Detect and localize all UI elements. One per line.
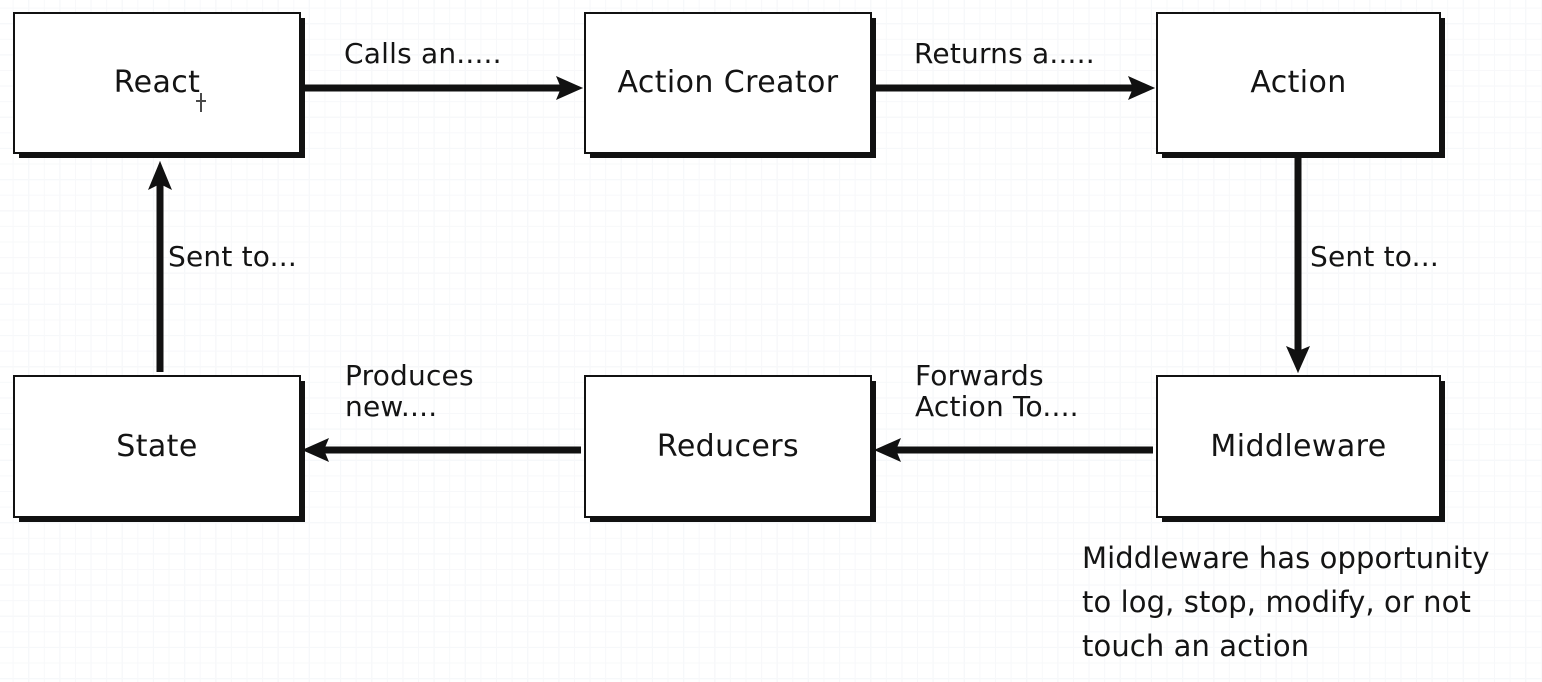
arrow-action-creator-to-action — [875, 76, 1155, 100]
node-action-creator-label: Action Creator — [617, 65, 839, 100]
edge-label-calls-an: Calls an..... — [344, 37, 502, 70]
edge-label-returns-a: Returns a..... — [914, 37, 1095, 70]
arrow-state-to-react — [148, 161, 172, 372]
node-state-label: State — [116, 428, 198, 464]
node-middleware-label: Middleware — [1210, 428, 1387, 464]
arrow-action-to-middleware — [1286, 155, 1310, 373]
node-action[interactable]: Action — [1156, 12, 1441, 154]
node-action-label: Action — [1250, 65, 1347, 100]
node-middleware[interactable]: Middleware — [1156, 375, 1441, 518]
edge-label-produces-new: Produces new.... — [345, 359, 474, 424]
node-state[interactable]: State — [13, 375, 301, 518]
edge-label-sent-to-middleware: Sent to... — [1310, 240, 1439, 273]
edge-label-sent-to-react: Sent to... — [168, 240, 297, 273]
edge-label-forwards-action-to: Forwards Action To.... — [915, 359, 1079, 424]
node-react-label: React — [113, 65, 201, 100]
middleware-note: Middleware has opportunity to log, stop,… — [1082, 541, 1490, 664]
arrow-react-to-action-creator — [303, 76, 583, 100]
node-reducers[interactable]: Reducers — [584, 375, 872, 518]
node-reducers-label: Reducers — [656, 428, 800, 464]
node-action-creator[interactable]: Action Creator — [584, 12, 872, 154]
arrow-middleware-to-reducers — [874, 438, 1153, 462]
node-react[interactable]: React — [13, 12, 301, 154]
arrow-reducers-to-state — [302, 438, 581, 462]
